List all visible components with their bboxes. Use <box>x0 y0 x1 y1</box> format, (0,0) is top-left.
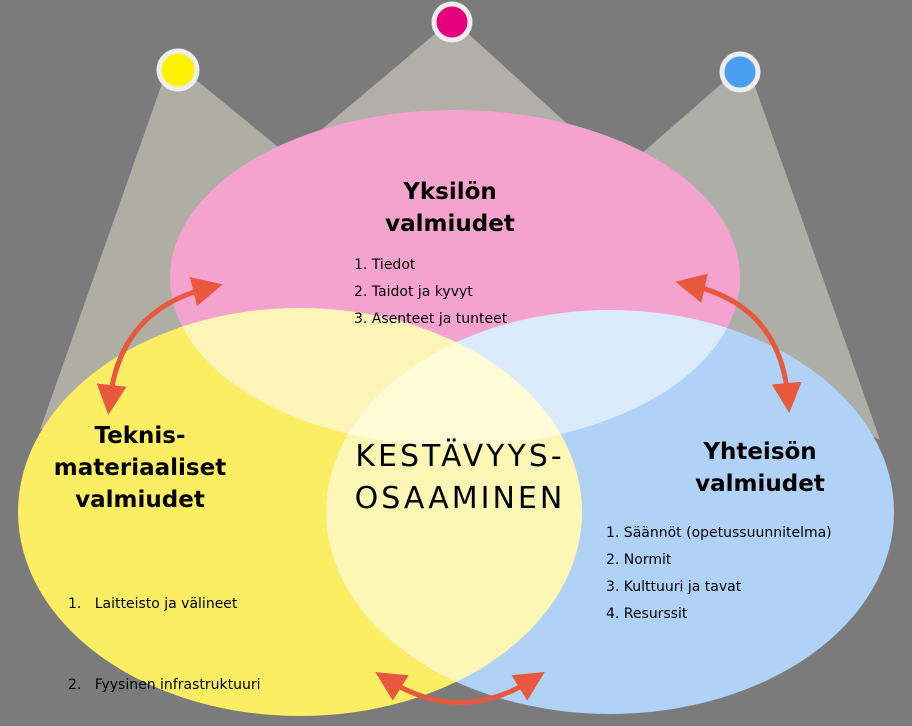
list-item: 1. Laitteisto ja välineet <box>68 596 238 612</box>
center-label-line1: KESTÄVYYS- <box>355 439 565 474</box>
individual-list: 1. Tiedot 2. Taidot ja kyvyt 3. Asenteet… <box>354 252 507 333</box>
technical-title-line2: materiaaliset <box>53 455 227 481</box>
blue-light-icon <box>719 51 761 93</box>
list-item: 1. Säännöt (opetussuunnitelma) <box>606 525 832 541</box>
technical-title-line3: valmiudet <box>75 487 205 513</box>
individual-title-line1: Yksilön <box>403 179 497 205</box>
list-item: 3. Asenteet ja tunteet <box>354 311 508 327</box>
list-item: 1. Tiedot <box>354 257 416 273</box>
list-item: 4. Resurssit <box>606 606 688 622</box>
yellow-light-icon <box>156 48 200 92</box>
list-item: 2. Fyysinen infrastruktuuri <box>68 677 261 693</box>
community-list: 1. Säännöt (opetussuunnitelma) 2. Normit… <box>606 520 832 628</box>
list-item: 2. Normit <box>606 552 672 568</box>
individual-title: Yksilön valmiudet <box>350 176 550 240</box>
community-title-line1: Yhteisön <box>703 439 817 465</box>
bottom-double-arrow <box>375 672 545 705</box>
community-title: Yhteisön valmiudet <box>670 436 850 500</box>
right-double-arrow <box>675 273 802 413</box>
technical-title: Teknis- materiaaliset valmiudet <box>50 420 230 516</box>
technical-title-line1: Teknis- <box>94 423 186 449</box>
center-overlap <box>326 310 582 446</box>
list-item: 2. Taidot ja kyvyt <box>354 284 473 300</box>
technical-list: 1. Laitteisto ja välineet 2. Fyysinen in… <box>68 537 260 726</box>
individual-title-line2: valmiudet <box>385 211 515 237</box>
center-label-line2: OSAAMINEN <box>354 481 566 516</box>
list-item: 3. Kulttuuri ja tavat <box>606 579 742 595</box>
community-title-line2: valmiudet <box>695 471 825 497</box>
center-label: KESTÄVYYS- OSAAMINEN <box>330 436 590 520</box>
left-double-arrow <box>96 277 223 415</box>
magenta-light-icon <box>431 1 473 43</box>
